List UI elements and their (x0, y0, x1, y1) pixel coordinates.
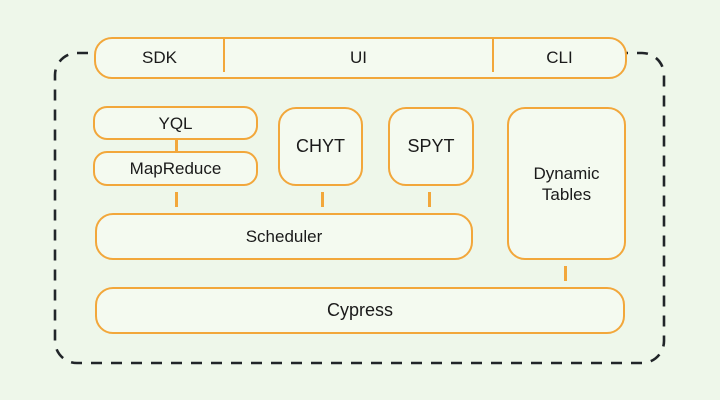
top-bar-item-ui: UI (225, 39, 491, 77)
node-cypress-label: Cypress (326, 300, 393, 320)
connector-chyt-scheduler (321, 192, 324, 207)
node-yql-label: YQL (158, 113, 193, 133)
top-bar-item-cli: CLI (494, 39, 625, 77)
node-yql: YQL (93, 106, 258, 140)
node-cypress: Cypress (95, 287, 625, 334)
node-spyt-label: SPYT (407, 136, 455, 156)
top-bar: SDK UI CLI (94, 37, 627, 79)
connector-spyt-scheduler (428, 192, 431, 207)
node-scheduler-label: Scheduler (245, 227, 323, 246)
node-chyt: CHYT (278, 107, 363, 186)
top-bar-item-sdk-label: SDK (142, 48, 177, 67)
node-mapreduce: MapReduce (93, 151, 258, 186)
connector-dynamictables-cypress (564, 266, 567, 281)
top-bar-item-sdk: SDK (96, 39, 223, 77)
node-chyt-label: CHYT (296, 136, 345, 156)
top-bar-divider (223, 39, 226, 72)
top-bar-item-ui-label: UI (350, 48, 367, 67)
top-bar-item-cli-label: CLI (546, 48, 573, 67)
node-dynamic-tables-label: Dynamic Tables (533, 163, 600, 204)
top-bar-divider (491, 39, 494, 72)
node-spyt: SPYT (388, 107, 474, 186)
connector-yql-mapreduce (175, 140, 178, 151)
node-mapreduce-label: MapReduce (129, 159, 222, 178)
node-dynamic-tables: Dynamic Tables (507, 107, 626, 260)
connector-mapreduce-scheduler (175, 192, 178, 207)
node-scheduler: Scheduler (95, 213, 473, 260)
